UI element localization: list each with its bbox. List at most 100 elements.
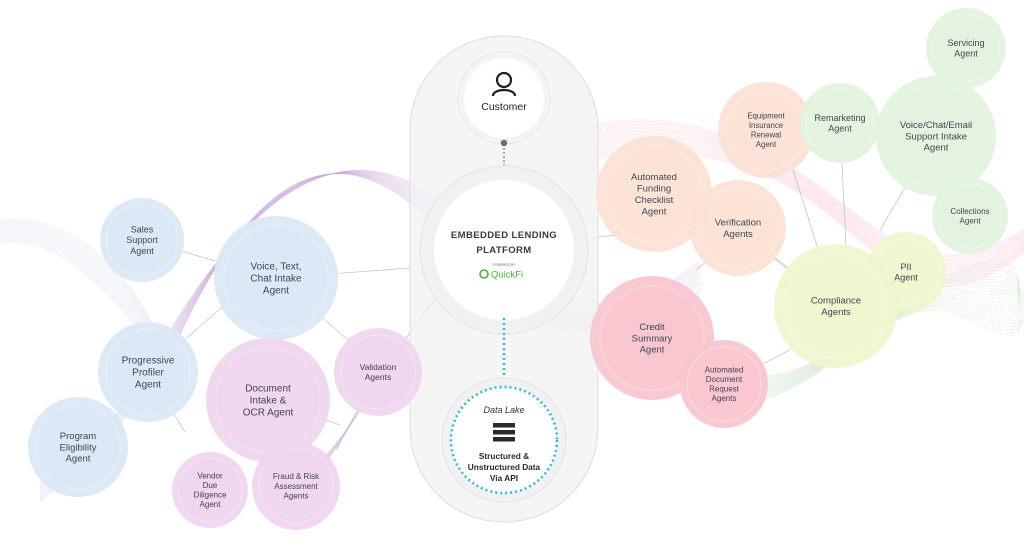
agent-label-line: Agent <box>828 124 852 134</box>
agent-node-inner <box>106 204 178 276</box>
database-icon <box>493 423 515 442</box>
agent-node-inner <box>35 404 121 490</box>
agent-label-line: Checklist <box>635 195 674 206</box>
agent-node-inner <box>105 329 191 415</box>
wave-line <box>699 308 1024 403</box>
agent-label-line: Assessment <box>274 482 318 491</box>
agent-node-inner <box>697 187 779 269</box>
agent-label-line: Agent <box>642 206 667 217</box>
agent-label-line: Agent <box>263 286 289 297</box>
agent-node-inner <box>177 457 243 523</box>
agent-label-line: Intake & <box>250 396 287 407</box>
agent-node-inner <box>931 13 1001 83</box>
agent-label-line: Collections <box>950 207 989 216</box>
data-lake-title: Data Lake <box>483 405 524 415</box>
agent-label-line: Profiler <box>132 368 164 379</box>
user-icon <box>491 71 517 97</box>
agent-label-line: Chat Intake <box>250 274 302 285</box>
wave-line <box>699 309 1024 404</box>
quickfi-logo: QuickFi <box>479 269 523 281</box>
agent-label-line: Insurance <box>749 121 783 130</box>
agent-label-line: Support Intake <box>905 131 967 142</box>
agent-label-line: Diligence <box>194 491 227 500</box>
agent-label-line: Fraud & Risk <box>273 472 320 481</box>
platform-title-line-1: EMBEDDED LENDING <box>451 230 557 241</box>
agent-label-line: Validation <box>360 362 397 372</box>
customer-node[interactable]: Customer <box>457 51 551 145</box>
agent-label-line: PII <box>900 262 911 272</box>
agent-label-line: Agents <box>284 491 309 500</box>
agent-node-inner <box>223 225 329 331</box>
agent-label-line: Credit <box>639 322 665 333</box>
agent-label-line: Voice, Text, <box>251 262 302 273</box>
agent-label-line: Agents <box>821 307 851 318</box>
agent-label-line: Progressive <box>122 356 175 367</box>
agent-label-line: Support <box>126 235 158 245</box>
agent-label-line: Agents <box>723 229 753 240</box>
data-lake-line-2: Unstructured Data <box>468 462 541 472</box>
data-lake-line-1: Structured & <box>479 451 529 461</box>
agent-label-line: Remarketing <box>814 113 865 123</box>
agent-label-line: Agent <box>200 500 222 509</box>
agent-label-line: Agent <box>640 345 665 356</box>
wave-line <box>699 307 1024 402</box>
agent-node-inner <box>258 448 334 524</box>
agent-label-line: Compliance <box>811 296 861 307</box>
agent-label-line: Agents <box>712 394 737 403</box>
agent-label-line: Agent <box>66 454 91 465</box>
platform-node[interactable]: EMBEDDED LENDING PLATFORM POWERED BY Qui… <box>419 165 589 335</box>
agent-label-line: Program <box>60 431 97 442</box>
agent-label-line: Due <box>203 481 218 490</box>
agent-label-line: Automated <box>705 365 744 374</box>
agent-node-inner <box>805 88 875 158</box>
agent-label-line: Funding <box>637 184 671 195</box>
agent-label-line: Agent <box>924 143 949 154</box>
data-lake-node[interactable]: Data Lake Structured & Unstructured Data… <box>441 377 567 503</box>
agent-node-inner <box>783 253 889 359</box>
agent-label-line: Agent <box>960 217 982 226</box>
agent-node-inner <box>604 144 704 244</box>
agent-label-line: Document <box>706 375 743 384</box>
data-lake-line-3: Via API <box>490 473 518 483</box>
agent-label-line: Automated <box>631 172 677 183</box>
agent-label-line: Document <box>245 384 291 395</box>
agent-label-line: Agent <box>130 246 154 256</box>
brand-logo-text: QuickFi <box>491 270 523 281</box>
agent-node-inner <box>340 334 416 410</box>
agent-node-inner <box>686 346 762 422</box>
agent-node-inner <box>885 85 987 187</box>
agent-label-line: Voice/Chat/Email <box>900 120 972 131</box>
agent-label-line: Agent <box>756 140 777 149</box>
agent-label-line: Summary <box>632 333 673 344</box>
agent-label-line: Agents <box>365 372 391 382</box>
agent-label-line: Servicing <box>947 38 984 48</box>
agent-node-inner <box>599 285 705 391</box>
agent-label-line: Sales <box>131 224 154 234</box>
customer-label: Customer <box>481 101 527 113</box>
agent-label-line: Verification <box>715 218 761 229</box>
agent-label-line: Agent <box>894 273 918 283</box>
agent-label-line: Agent <box>954 49 978 59</box>
agent-label-line: Renewal <box>751 130 782 139</box>
agent-label-line: Equipment <box>747 112 785 121</box>
powered-by-label: POWERED BY <box>493 263 517 267</box>
platform-title-line-2: PLATFORM <box>476 245 531 256</box>
